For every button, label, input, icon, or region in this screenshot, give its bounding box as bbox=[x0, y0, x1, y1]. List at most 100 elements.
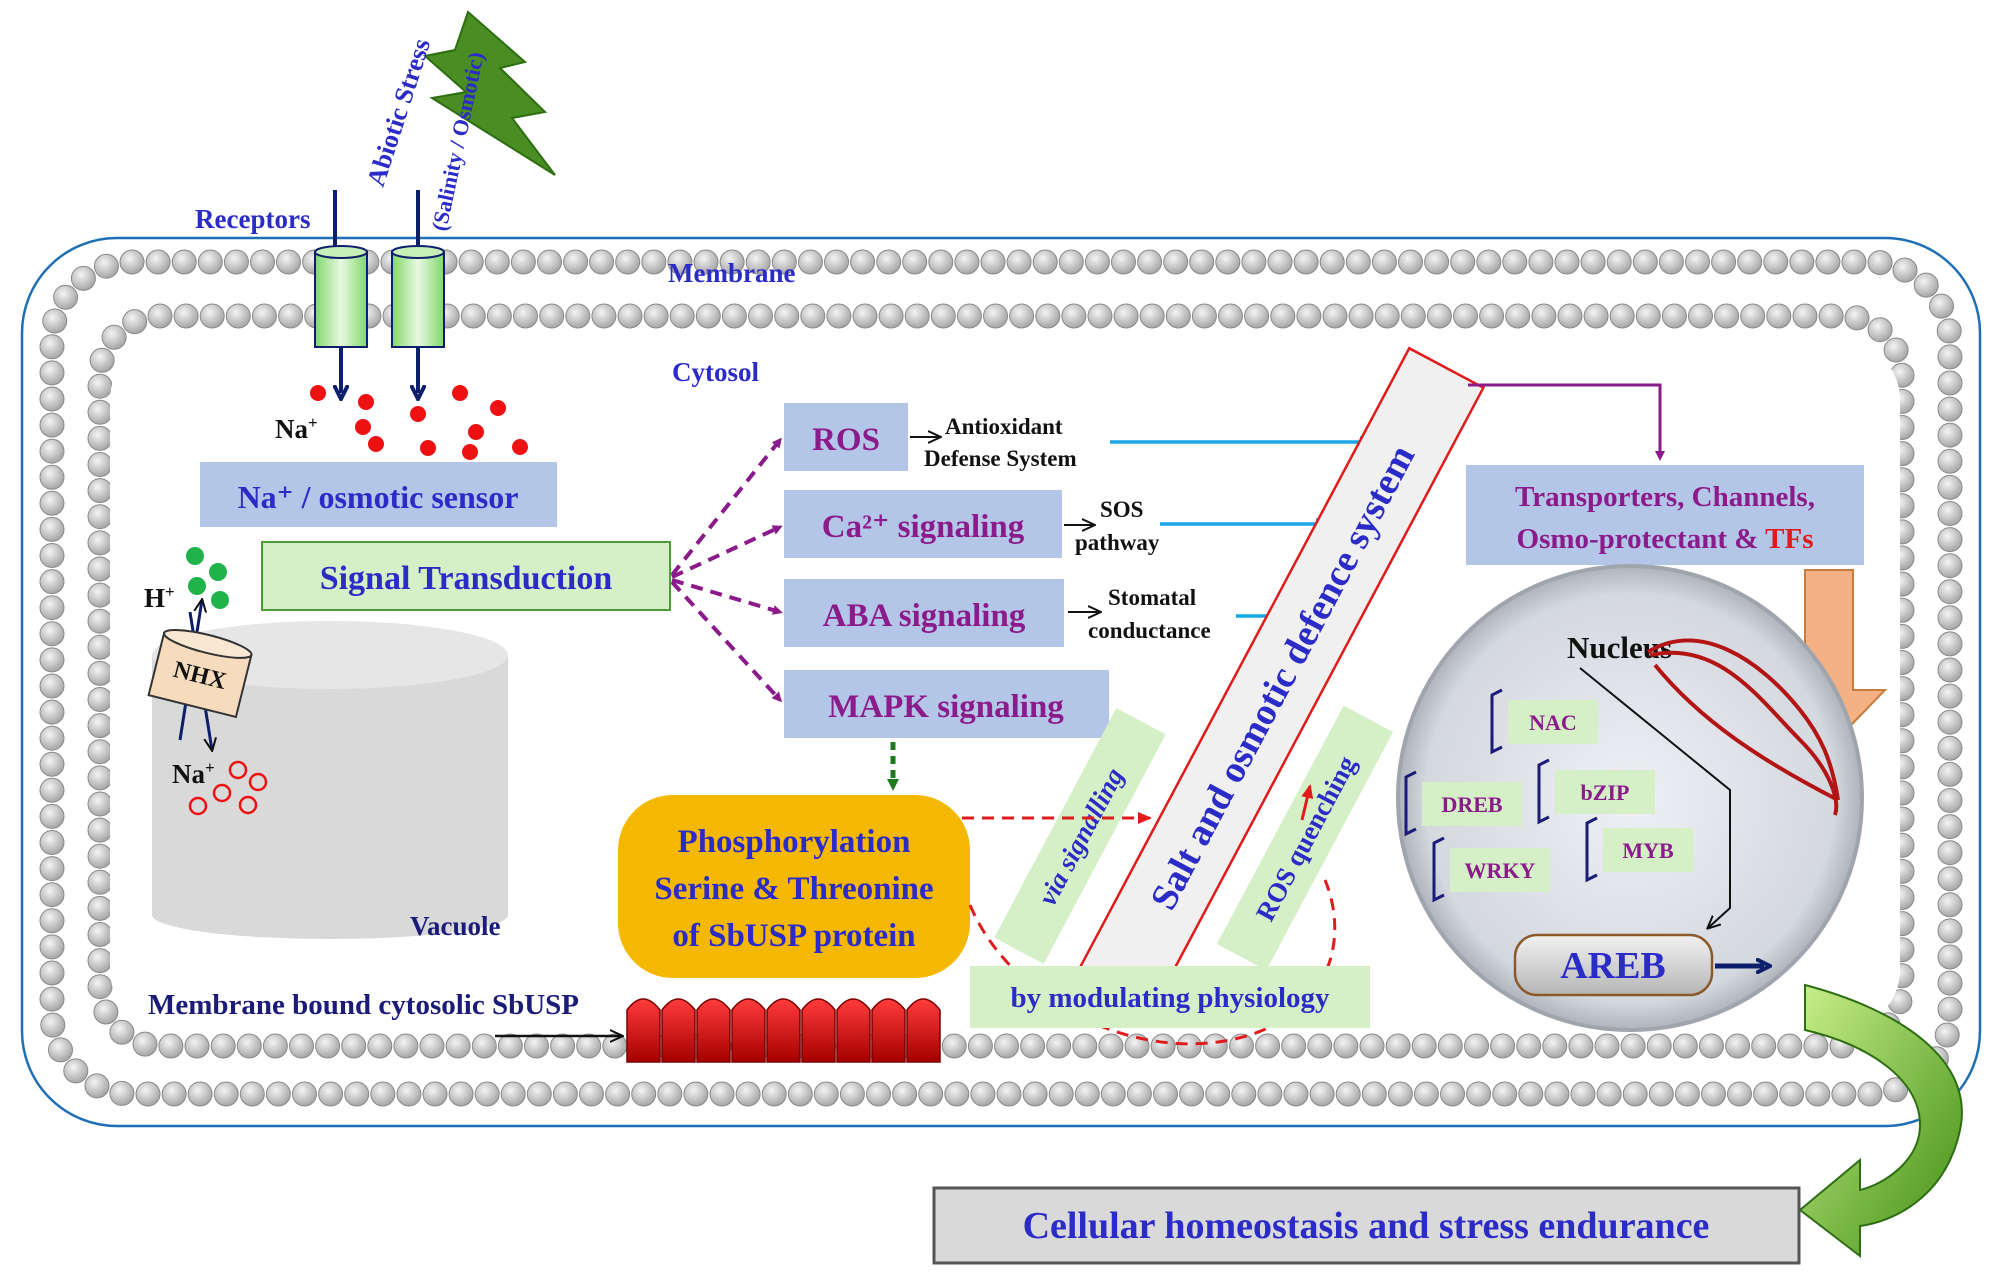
dna-helix-icon bbox=[1646, 638, 1840, 816]
sos-label-2: pathway bbox=[1075, 530, 1160, 555]
lipid-bead bbox=[87, 948, 113, 974]
lipid-bead bbox=[1674, 1081, 1700, 1107]
tf-label: bZIP bbox=[1581, 780, 1630, 805]
lipid-bead bbox=[1751, 1033, 1777, 1059]
lipid-bead bbox=[1437, 1033, 1463, 1059]
lipid-bead bbox=[591, 303, 617, 329]
lipid-bead bbox=[1936, 318, 1962, 344]
lipid-bead bbox=[876, 249, 902, 275]
lipid-bead bbox=[93, 999, 119, 1025]
lipid-bead bbox=[967, 1033, 993, 1059]
lipid-bead bbox=[928, 249, 954, 275]
lipid-bead bbox=[1740, 303, 1766, 329]
lipid-bead bbox=[524, 1033, 549, 1059]
lipid-bead bbox=[631, 1081, 657, 1107]
abiotic-stress-label: Abiotic Stress bbox=[361, 35, 436, 190]
lipid-bead bbox=[1490, 1033, 1516, 1059]
lipid-bead bbox=[1231, 1081, 1257, 1107]
lipid-bead bbox=[265, 1081, 291, 1107]
lipid-bead bbox=[1309, 1081, 1335, 1107]
lipid-bead bbox=[1072, 1033, 1098, 1059]
lipid-bead bbox=[39, 960, 65, 986]
lipid-bead bbox=[187, 1081, 213, 1107]
aba-signaling-label: ABA signaling bbox=[823, 598, 1026, 634]
lipid-bead bbox=[87, 660, 113, 686]
lipid-bead bbox=[1307, 1033, 1333, 1059]
lipid-bead bbox=[87, 504, 113, 530]
lipid-bead bbox=[119, 249, 145, 275]
lipid-bead bbox=[1189, 249, 1215, 275]
lipid-bead bbox=[1937, 735, 1963, 761]
lipid-bead bbox=[1281, 1033, 1307, 1059]
sbusp-protein-unit bbox=[836, 998, 871, 1063]
areb-label: AREB bbox=[1560, 945, 1666, 987]
ros-quench-up-arrow bbox=[1300, 784, 1314, 821]
lipid-bead bbox=[1476, 249, 1502, 275]
lipid-bead bbox=[1777, 1033, 1803, 1059]
lipid-bead bbox=[1844, 305, 1870, 331]
lipid-bead bbox=[1126, 1081, 1152, 1107]
lipid-bead bbox=[225, 303, 251, 329]
lipid-bead bbox=[771, 249, 797, 275]
modulating-physiology-box bbox=[970, 966, 1370, 1028]
lipid-bead bbox=[135, 1081, 161, 1107]
lipid-bead bbox=[39, 334, 65, 360]
lipid-bead bbox=[667, 249, 693, 275]
lipid-bead bbox=[1387, 1081, 1413, 1107]
lipid-bead bbox=[552, 1081, 578, 1107]
lipid-bead bbox=[396, 1081, 422, 1107]
vacuole bbox=[152, 621, 508, 939]
areb-box bbox=[1513, 933, 1714, 997]
lipid-bead bbox=[657, 1081, 683, 1107]
lipid-bead bbox=[158, 1033, 184, 1059]
lipid-bead bbox=[161, 1081, 187, 1107]
lipid-bead bbox=[1913, 272, 1939, 298]
vacuole-label: Vacuole bbox=[410, 911, 501, 941]
lipid-bead bbox=[239, 1081, 265, 1107]
lipid-bead bbox=[1165, 303, 1191, 329]
lipid-bead bbox=[1283, 1081, 1309, 1107]
lipid-bead bbox=[87, 478, 113, 504]
na-vacuole-label: Na+ bbox=[172, 758, 215, 789]
lipid-bead bbox=[1137, 249, 1163, 275]
lipid-bead bbox=[1528, 249, 1554, 275]
lipid-bead bbox=[497, 1033, 523, 1059]
lipid-bead bbox=[1937, 944, 1963, 970]
lipid-bead bbox=[1661, 303, 1687, 329]
lipid-bead bbox=[1701, 1081, 1726, 1107]
lipid-bead bbox=[109, 1019, 135, 1045]
lipid-bead bbox=[579, 1081, 604, 1107]
lipid-bead bbox=[1176, 1033, 1202, 1059]
lipid-bead bbox=[1557, 303, 1583, 329]
lipid-bead bbox=[1492, 1081, 1518, 1107]
lipid-bead bbox=[39, 516, 65, 542]
lipid-bead bbox=[486, 303, 512, 329]
salinity-osmotic-label: (Salinity / Osmotic) bbox=[426, 50, 488, 233]
lipid-bead bbox=[1632, 249, 1658, 275]
lipid-bead bbox=[251, 303, 277, 329]
lipid-bead bbox=[199, 303, 225, 329]
na-label: Na+ bbox=[275, 413, 318, 444]
lipid-bead bbox=[236, 1033, 262, 1059]
lipid-bead bbox=[602, 1033, 628, 1059]
lipid-bead bbox=[262, 1033, 288, 1059]
lipid-bead bbox=[48, 1037, 73, 1063]
lipid-bead bbox=[1698, 1033, 1724, 1059]
ca-signaling-box bbox=[784, 490, 1062, 558]
sbusp-protein-unit bbox=[661, 998, 696, 1063]
ros-box bbox=[784, 403, 908, 471]
lipid-bead bbox=[132, 1031, 158, 1057]
cell-outline bbox=[20, 236, 1982, 1128]
lipid-bead bbox=[850, 249, 876, 275]
lipid-bead bbox=[1179, 1081, 1205, 1107]
lipid-bead bbox=[852, 303, 878, 329]
lipid-bead bbox=[565, 303, 591, 329]
lipid-bead bbox=[774, 303, 800, 329]
lipid-bead bbox=[87, 582, 113, 608]
lipid-bead bbox=[1937, 709, 1963, 735]
lipid-bead bbox=[1648, 1081, 1674, 1107]
lipid-bead bbox=[1218, 303, 1243, 329]
transporters-box bbox=[1466, 465, 1864, 565]
lipid-bead bbox=[1737, 249, 1763, 275]
